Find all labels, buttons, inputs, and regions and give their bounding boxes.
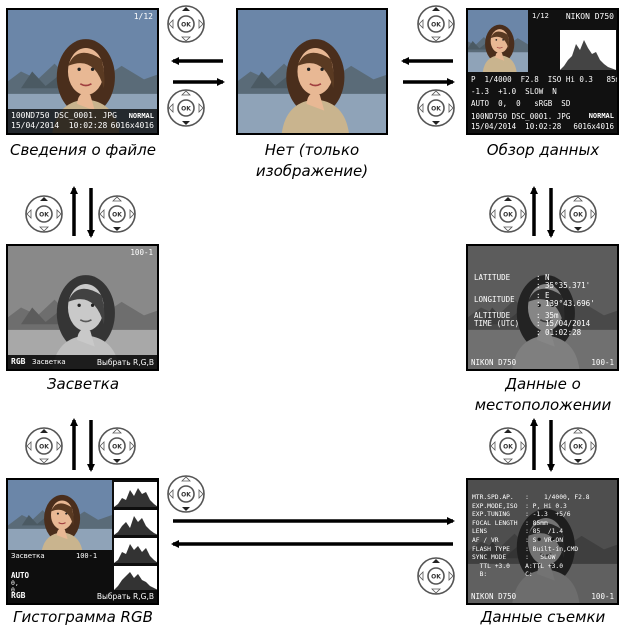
mode-label: Засветка — [11, 552, 45, 560]
multi-selector-down-icon — [416, 88, 456, 128]
caption-shooting-data: Данные съемки — [480, 608, 606, 626]
select-hint: Выбрать R,G,B — [96, 591, 154, 601]
caption-file-info: Сведения о файле — [9, 141, 156, 159]
multi-selector-down-icon — [97, 426, 137, 466]
multi-selector-up-icon — [166, 4, 206, 44]
multi-selector-up-icon — [488, 426, 528, 466]
info-bar — [8, 109, 157, 133]
latitude-label: LATITUDE — [474, 273, 511, 282]
frame-counter: 100-1 — [591, 357, 614, 367]
multi-selector-up-icon — [488, 194, 528, 234]
image-size: 6016x4016 — [110, 121, 154, 131]
frame-counter: 100-1 — [130, 248, 153, 257]
image-size: 6016x4016 — [573, 121, 614, 131]
shooting-row-1: P 1/4000 F2.8 ISO Hi 0.3 85mm — [471, 75, 619, 84]
mode-label: Засветка — [32, 358, 66, 367]
overview-screen: 1/12 NIKON D750 P 1/4000 F2.8 ISO Hi 0.3… — [466, 8, 619, 135]
frame-counter: 100-1 — [591, 591, 614, 601]
frame-counter: 1/12 — [532, 12, 549, 20]
caption-overview: Обзор данных — [486, 141, 600, 159]
multi-selector-down-icon — [166, 88, 206, 128]
histogram-graph — [560, 30, 616, 70]
select-hint: Выбрать R,G,B — [96, 357, 154, 367]
camera-name: NIKON D750 — [471, 591, 517, 601]
shooting-row-2: -1.3 +1.0 SLOW N — [471, 87, 557, 96]
folder-file: 100ND750 DSC_0001. JPG — [11, 111, 117, 121]
location-screen: LATITUDE : N : 35°35.371' LONGITUDE : E … — [466, 244, 619, 371]
rgb-histogram-screen: Засветка 100-1 AUTO 0, 0 RGB Выбрать R,G… — [6, 478, 159, 605]
datetime: 15/04/2014 10:02:28 — [471, 121, 562, 131]
altitude-value: : 35m : 15/04/2014 : 01:02:28 — [536, 311, 591, 337]
caption-location: Данные о местоположении — [474, 375, 612, 414]
datetime: 15/04/2014 10:02:28 — [11, 121, 108, 131]
caption-none: Нет (только изображение) — [255, 141, 369, 180]
channel-label: RGB — [11, 591, 26, 601]
multi-selector-up-icon — [416, 556, 456, 596]
quality: NORMAL — [128, 112, 154, 121]
longitude-value: : E : 139°43.696' — [536, 291, 595, 309]
wb-values: 0, 0 — [11, 579, 19, 595]
quality: NORMAL — [588, 112, 614, 121]
channel-label: RGB — [11, 357, 26, 367]
multi-selector-up-icon — [416, 4, 456, 44]
info-bar — [8, 355, 157, 369]
multi-selector-down-icon — [97, 194, 137, 234]
file-info-screen: 1/12 100ND750 DSC_0001. JPG 15/04/2014 1… — [6, 8, 159, 135]
image-only-screen — [236, 8, 388, 135]
wb-label: AUTO — [11, 571, 30, 580]
rgb-histograms — [114, 482, 157, 590]
caption-highlights: Засветка — [46, 375, 120, 393]
multi-selector-down-icon — [166, 474, 206, 514]
multi-selector-down-icon — [558, 194, 598, 234]
multi-selector-up-icon — [24, 194, 64, 234]
latitude-value: : N : 35°35.371' — [536, 273, 591, 291]
multi-selector-up-icon — [24, 426, 64, 466]
shooting-lines: MTR.SPD.AP. : 1/4000, F2.8 EXP.MODE,ISO … — [472, 494, 590, 579]
camera-name: NIKON D750 — [565, 12, 614, 21]
longitude-label: LONGITUDE — [474, 295, 515, 304]
altitude-label: ALTITUDE TIME (UTC) — [474, 311, 520, 329]
camera-name: NIKON D750 — [471, 357, 517, 367]
folder-file: 100ND750 DSC_0001. JPG — [471, 111, 571, 121]
multi-selector-down-icon — [558, 426, 598, 466]
shooting-data-screen: MTR.SPD.AP. : 1/4000, F2.8 EXP.MODE,ISO … — [466, 478, 619, 605]
frame-counter: 1/12 — [133, 12, 153, 21]
frame-counter: 100-1 — [76, 552, 98, 560]
shooting-row-3: AUTO 0, 0 sRGB SD — [471, 99, 571, 108]
highlights-screen: 100-1 RGB Засветка Выбрать R,G,B — [6, 244, 159, 371]
caption-rgb-histogram: Гистограмма RGB — [13, 608, 153, 626]
